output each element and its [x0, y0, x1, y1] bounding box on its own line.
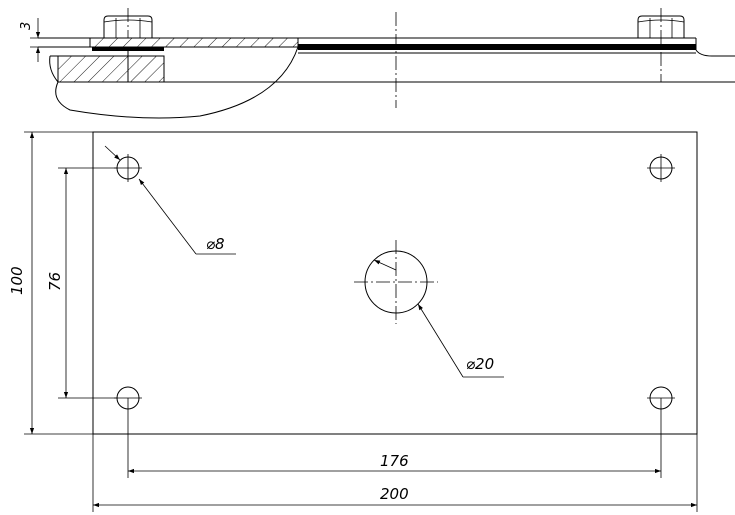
plate-outline [92, 131, 698, 435]
base-right-edge [695, 49, 735, 57]
dim-hole-large-label: ⌀20 [466, 355, 494, 373]
base-curve [55, 46, 299, 119]
dim-width-holes-label: 176 [380, 452, 409, 470]
gasket-strip [298, 44, 696, 50]
plate-section-hatch [89, 37, 299, 48]
section-view: 3 [19, 8, 735, 119]
dim-height-holes-label: 76 [46, 272, 64, 291]
leader-large-hole-inner [373, 259, 397, 271]
leader-small-hole-outer [104, 145, 121, 161]
leader-large-hole [417, 303, 464, 378]
hole-center [354, 240, 438, 324]
base-section-hatch [57, 55, 165, 83]
hole-top-right [647, 154, 675, 182]
dim-thickness-label: 3 [19, 22, 34, 30]
base-left-upper [49, 55, 59, 83]
dim-height-total-label: 100 [8, 266, 26, 295]
dim-hole-small-label: ⌀8 [206, 235, 225, 253]
plan-view: 100 76 176 200 ⌀8 ⌀20 [8, 131, 698, 512]
leader-small-hole [138, 178, 197, 255]
dim-width-total-label: 200 [380, 485, 409, 503]
